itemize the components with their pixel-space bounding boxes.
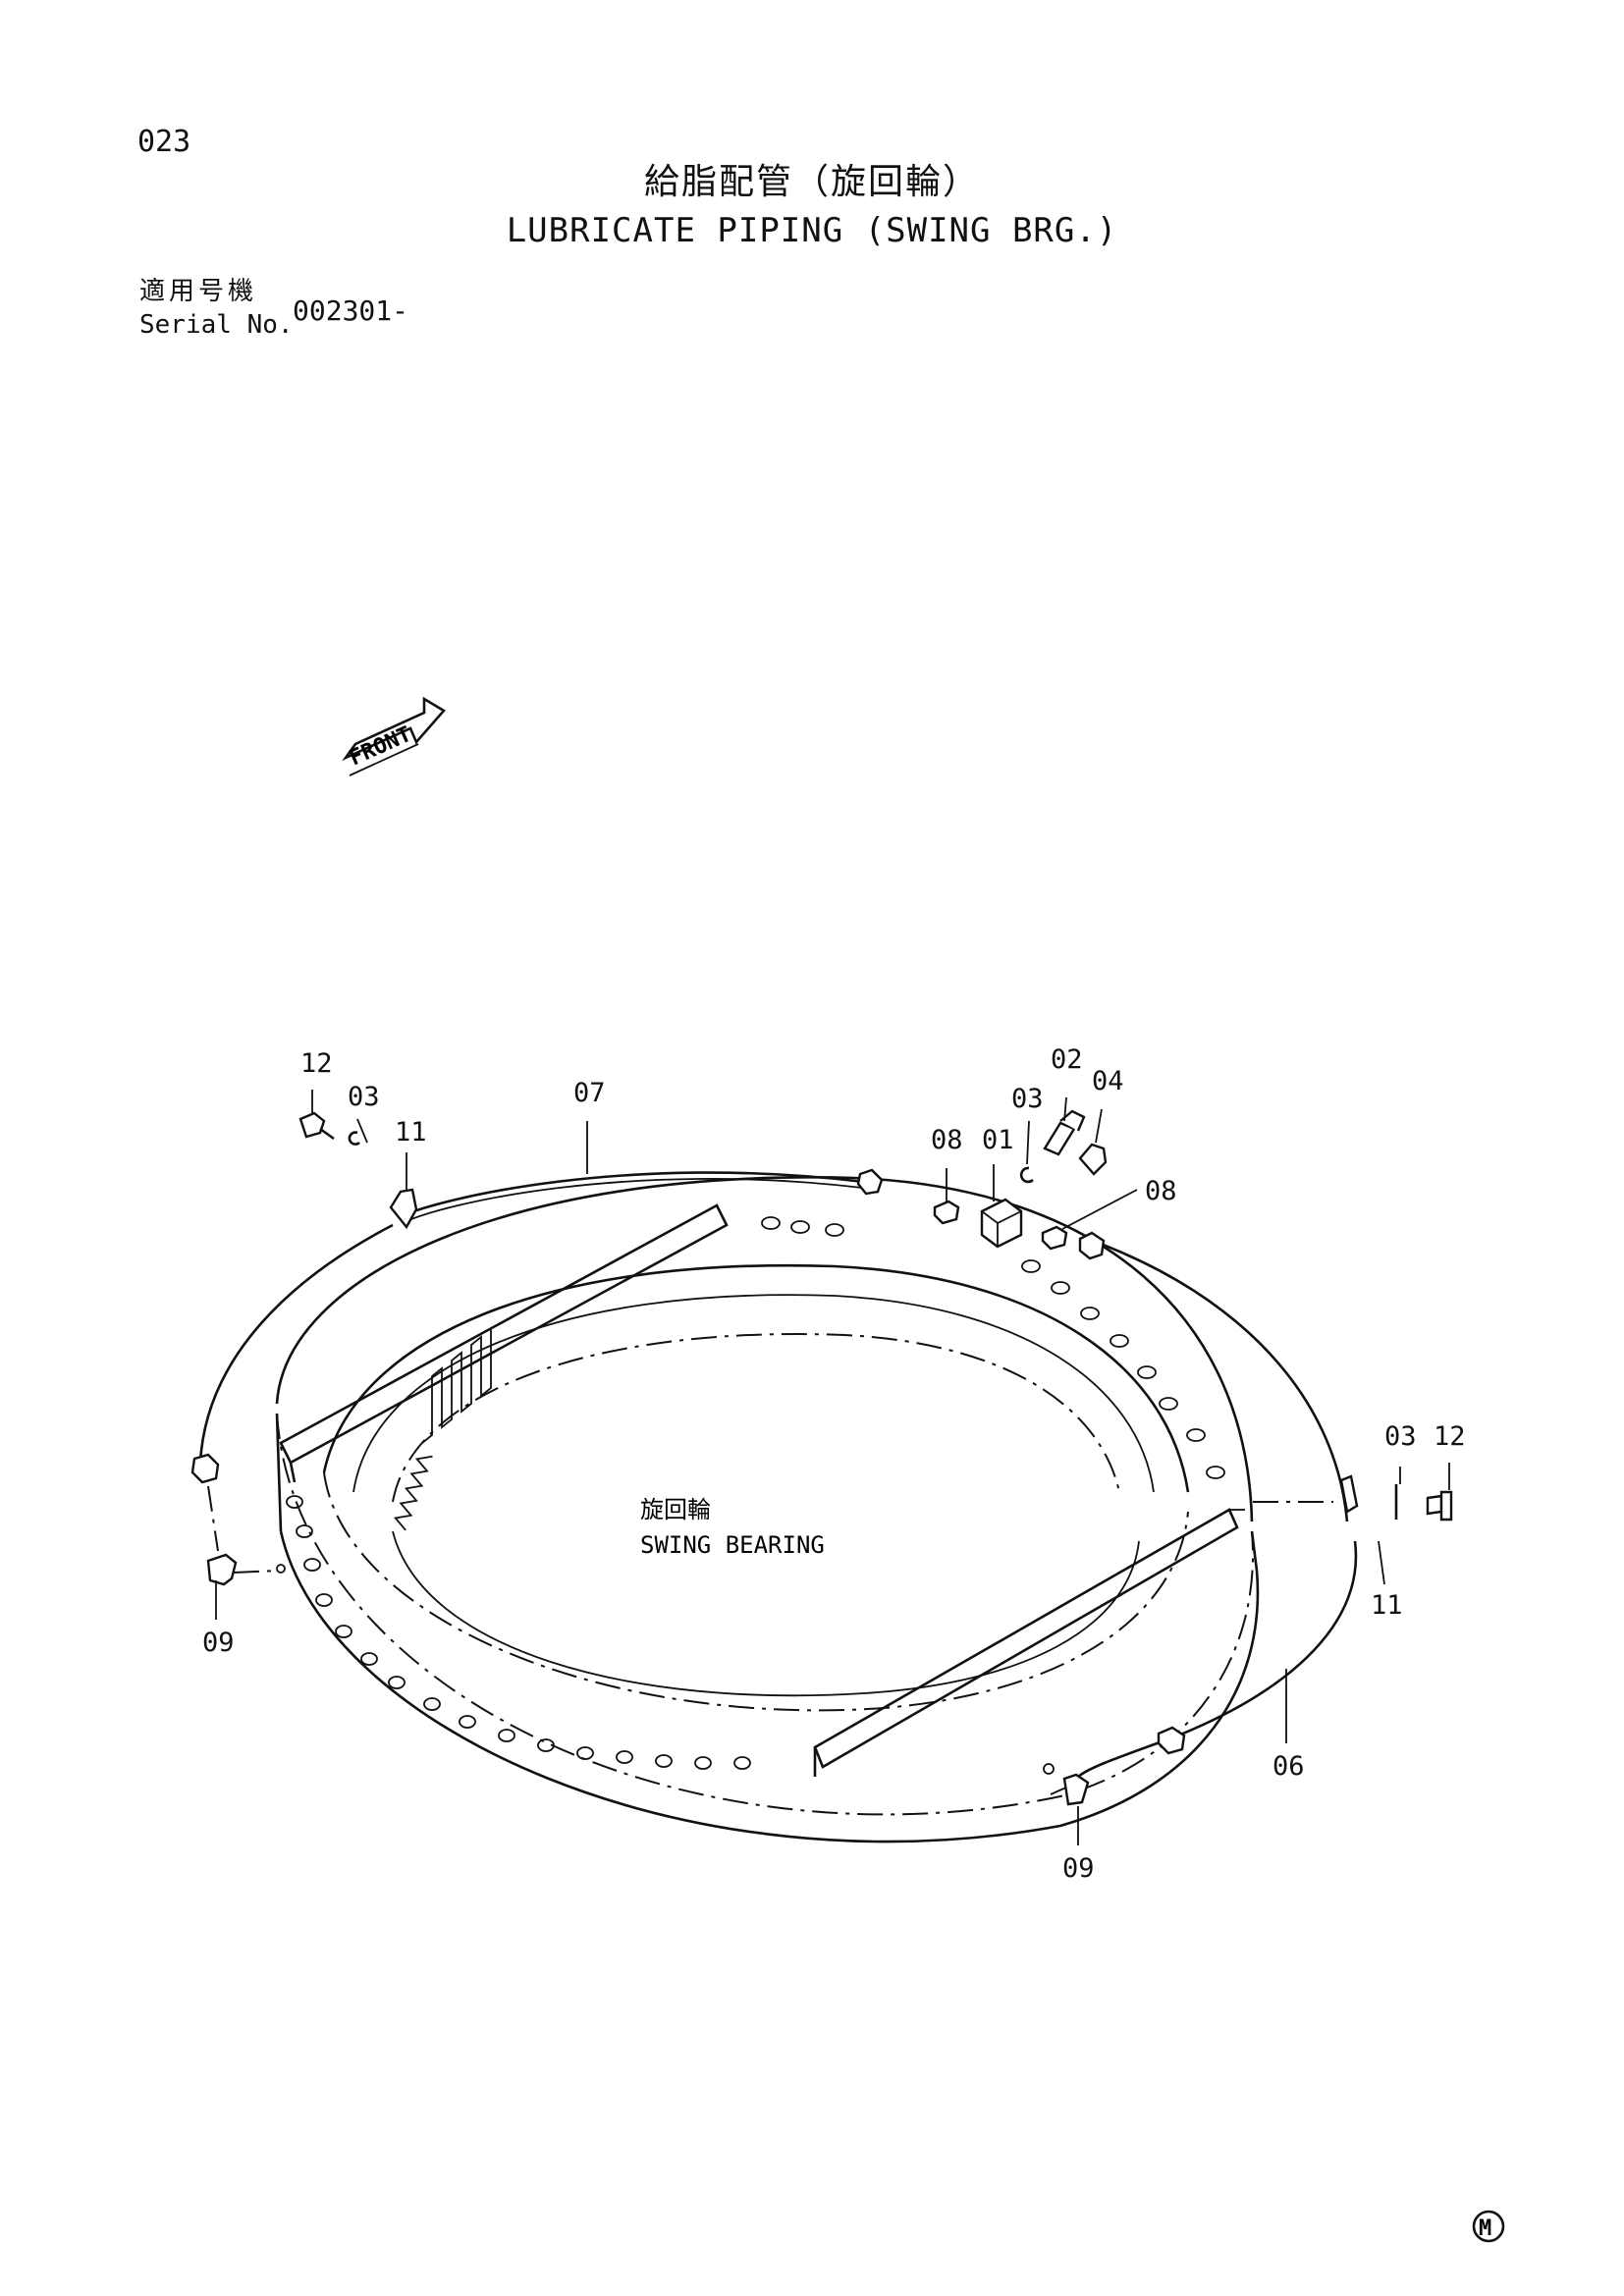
- fittings: [190, 1109, 1453, 1806]
- serial-label-english: Serial No.: [139, 310, 294, 340]
- page-title-english: LUBRICATE PIPING (SWING BRG.): [506, 211, 1118, 250]
- serial-number-value: 002301-: [293, 294, 409, 327]
- callout-11-left: 11: [395, 1117, 427, 1148]
- serial-label-japanese: 適用号機: [139, 277, 258, 306]
- callout-12-left: 12: [300, 1048, 333, 1079]
- page-number: 023: [137, 125, 191, 159]
- callout-09-bottom: 09: [1062, 1853, 1095, 1884]
- front-arrow-marker: FRONT: [342, 696, 447, 776]
- callout-leaders: [215, 1090, 1450, 1845]
- callout-04: 04: [1092, 1066, 1124, 1096]
- footer-mark-letter: M: [1479, 2216, 1491, 2241]
- callout-03-right: 03: [1384, 1421, 1417, 1452]
- footer-mark: M: [1472, 2210, 1505, 2243]
- callout-02: 02: [1051, 1044, 1083, 1075]
- front-label: FRONT: [346, 722, 415, 772]
- bearing-label-english: SWING BEARING: [640, 1531, 825, 1559]
- callout-06: 06: [1272, 1751, 1305, 1782]
- callout-08-top: 08: [931, 1125, 963, 1155]
- bearing-label-japanese: 旋回輪: [640, 1496, 711, 1523]
- callout-11-right: 11: [1371, 1590, 1403, 1621]
- callout-03-top: 03: [1011, 1084, 1044, 1114]
- callout-07: 07: [573, 1078, 606, 1108]
- swing-bearing: 旋回輪 SWING BEARING: [275, 1176, 1260, 1843]
- callout-03-left: 03: [348, 1082, 380, 1112]
- lubrication-pipes: [198, 1171, 1358, 1795]
- callout-09-left: 09: [202, 1628, 235, 1658]
- callout-12-right: 12: [1434, 1421, 1466, 1452]
- callout-08-right: 08: [1145, 1176, 1177, 1206]
- callouts: 12 03 11 07 02 04 03 08 01 08 03 12 11 0…: [202, 1044, 1466, 1884]
- page-title-japanese: 給脂配管（旋回輪）: [643, 162, 980, 202]
- callout-01: 01: [982, 1125, 1014, 1155]
